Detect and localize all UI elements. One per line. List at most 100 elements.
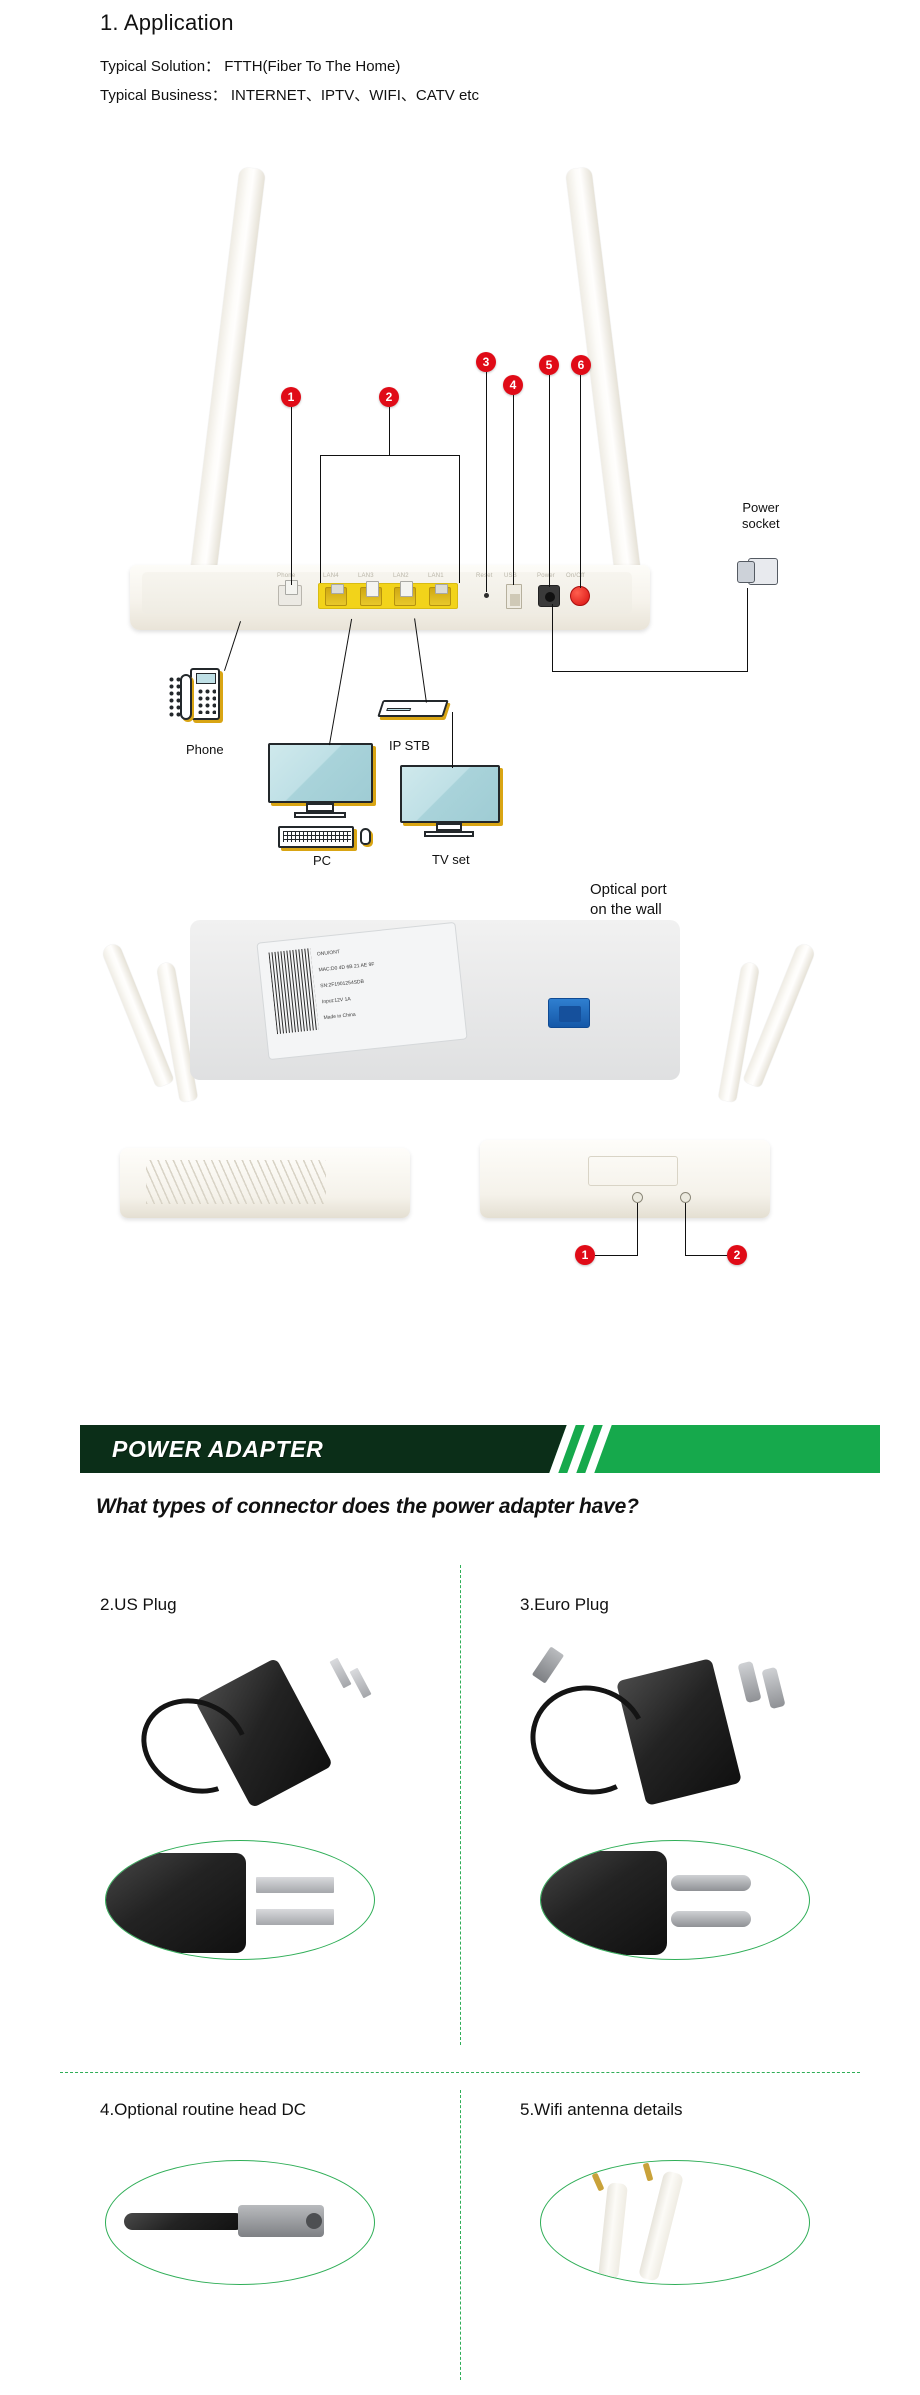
power-socket-label-line2: socket: [742, 516, 780, 532]
device-label-ip-stb: IP STB: [389, 738, 430, 753]
ip-stb-body: [377, 700, 449, 717]
euro-closeup-prong-1: [671, 1875, 751, 1891]
port-label-lan3: LAN3: [358, 573, 374, 579]
port-label-power: Power: [537, 573, 556, 579]
pc-keyboard: [278, 826, 354, 848]
callout-leader-2-left: [320, 455, 321, 583]
device-label-pc: PC: [313, 853, 332, 868]
plug-title-antenna: 5.Wifi antenna details: [520, 2100, 683, 2119]
callout-leader-1: [291, 407, 292, 585]
router-antenna-right: [565, 166, 646, 617]
bottom-callout-leader-2: [685, 1203, 686, 1255]
phone-keypad: [197, 688, 216, 714]
optical-port-title-line1: Optical port: [590, 881, 667, 898]
typical-solution-line: Typical Solution： FTTH(Fiber To The Home…: [100, 58, 401, 75]
callout-marker-3: 3: [476, 352, 496, 372]
sticker-line4: Input:12V 1A: [321, 996, 352, 1006]
port-lan1: [428, 583, 451, 606]
antenna-connector-2: [642, 2162, 654, 2182]
us-prong-closeup-frame: [105, 1840, 375, 1960]
sticker-line3: SN:2F1901254SDB: [319, 978, 365, 990]
rear-view-panel: [588, 1156, 678, 1186]
plug-title-dc: 4.Optional routine head DC: [100, 2100, 307, 2119]
callout-leader-3: [486, 372, 487, 592]
bottom-callout-bar-1: [595, 1255, 638, 1256]
callout-marker-5: 5: [539, 355, 559, 375]
router-antenna-left: [185, 166, 266, 617]
power-adapter-section: POWER ADAPTER What types of connector do…: [0, 1400, 920, 2395]
dc-cable-segment: [124, 2213, 244, 2230]
callout-marker-1: 1: [281, 387, 301, 407]
port-label-onoff: On/Off: [566, 573, 585, 579]
stb-to-tv-wire: [452, 712, 453, 768]
phone-screen: [196, 673, 216, 684]
bottom-callout-marker-1: 1: [575, 1245, 595, 1265]
barcode: [268, 948, 319, 1035]
phone-body: [168, 668, 220, 720]
port-lan4: [325, 583, 348, 606]
power-socket-label-line1: Power: [742, 500, 780, 515]
tv-stand: [436, 823, 462, 831]
callout-marker-4: 4: [503, 375, 523, 395]
product-sticker: ONU/ONT MAC:D0 4D 6B 21 AE 9F SN:2F19012…: [256, 921, 468, 1061]
pc-mouse: [360, 828, 371, 845]
port-label-phone: Phone: [277, 573, 296, 579]
bottom-callout-marker-2: 2: [727, 1245, 747, 1265]
antenna-detail-front: [598, 2182, 628, 2280]
divider-horizontal: [60, 2072, 860, 2073]
antenna-detail-back: [637, 2170, 685, 2282]
port-lan3: [359, 580, 382, 606]
power-cable-from-socket: [747, 588, 748, 672]
divider-vertical-top: [460, 1565, 461, 2045]
power-socket-adapter: [737, 561, 755, 583]
euro-dc-tip: [531, 1646, 565, 1684]
euro-closeup-prong-2: [671, 1911, 751, 1927]
port-label-lan1: LAN1: [428, 573, 444, 579]
sticker-line2: MAC:D0 4D 6B 21 AE 9F: [318, 961, 375, 974]
callout-leader-2-stem: [389, 407, 390, 455]
callout-leader-2-right: [459, 455, 460, 583]
antenna-connector-1: [591, 2172, 605, 2192]
tv-base: [424, 831, 474, 837]
ip-stb-link-wire: [414, 618, 427, 703]
callout-marker-2: 2: [379, 387, 399, 407]
plug-title-euro: 3.Euro Plug: [520, 1595, 609, 1614]
pc-link-wire: [328, 618, 353, 746]
pc-monitor-stand: [306, 803, 334, 812]
us-closeup-body: [106, 1853, 246, 1953]
banner-dark-block: [80, 1425, 540, 1473]
dc-connector-bore: [306, 2213, 322, 2229]
ventilation-grille: [146, 1160, 326, 1204]
euro-prong-closeup-frame: [540, 1840, 810, 1960]
application-section: 1. Application Typical Solution： FTTH(Fi…: [0, 0, 920, 900]
divider-vertical-bottom: [460, 2090, 461, 2380]
page-title: 1. Application: [100, 10, 234, 35]
rear-screw-1: [632, 1192, 643, 1203]
port-lan2: [394, 580, 417, 606]
dc-head-closeup-frame: [105, 2160, 375, 2285]
port-label-usb: USB: [504, 573, 517, 579]
banner-title: POWER ADAPTER: [112, 1436, 324, 1462]
us-closeup-prong-2: [256, 1909, 334, 1925]
antenna-closeup-frame: [540, 2160, 810, 2285]
pc-monitor: [268, 743, 373, 803]
optical-port-title-line2: on the wall: [590, 900, 662, 918]
power-cable-to-router: [552, 604, 553, 672]
device-label-tv-set: TV set: [432, 852, 470, 867]
tv-screen: [400, 765, 500, 823]
optical-port-title: Optical port on the wall: [590, 880, 667, 919]
router-rear-view: [480, 1140, 770, 1218]
callout-leader-4: [513, 395, 514, 585]
callout-leader-6: [580, 375, 581, 588]
adapter-question: What types of connector does the power a…: [96, 1495, 639, 1518]
port-power-dc: [538, 585, 560, 607]
callout-leader-2-bar: [320, 455, 460, 456]
bottom-callout-bar-2: [685, 1255, 728, 1256]
sticker-line1: ONU/ONT: [316, 949, 341, 958]
port-reset: [484, 593, 489, 598]
optical-port-section: Optical port on the wall ONU/ONT MAC:D0 …: [0, 881, 920, 1400]
us-closeup-prong-1: [256, 1877, 334, 1893]
rear-screw-2: [680, 1192, 691, 1203]
port-label-lan2: LAN2: [393, 573, 409, 579]
port-on-off-button[interactable]: [570, 586, 590, 606]
